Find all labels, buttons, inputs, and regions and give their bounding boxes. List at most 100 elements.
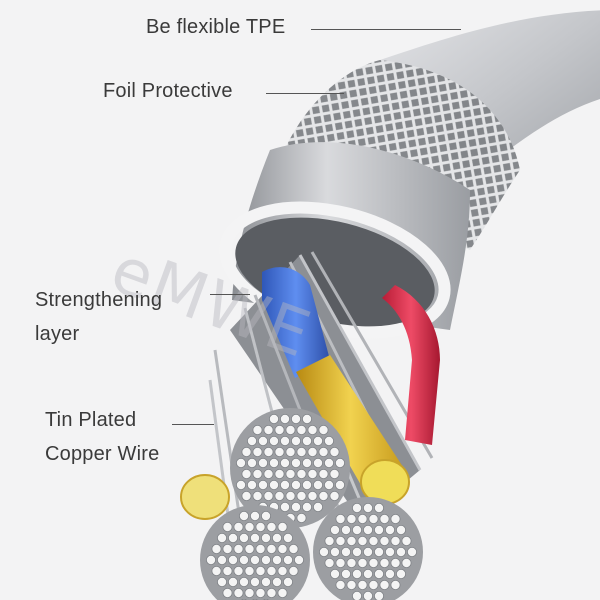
copper-strand — [216, 577, 227, 588]
copper-strand — [263, 424, 274, 435]
copper-strand — [274, 490, 285, 501]
copper-strand — [373, 502, 384, 513]
copper-strand — [323, 435, 334, 446]
copper-strand — [227, 555, 238, 566]
copper-strand — [274, 424, 285, 435]
copper-strand — [395, 547, 406, 558]
copper-strand — [390, 580, 401, 591]
copper-strand — [373, 547, 384, 558]
copper-strand — [384, 569, 395, 580]
copper-strand — [290, 435, 301, 446]
copper-strand — [368, 536, 379, 547]
copper-strand — [279, 435, 290, 446]
copper-strand — [379, 514, 390, 525]
copper-strand — [252, 468, 263, 479]
copper-strand — [266, 566, 277, 577]
copper-strand — [288, 566, 299, 577]
copper-strand — [363, 591, 373, 600]
copper-strand — [249, 533, 260, 544]
copper-strand — [301, 501, 312, 512]
copper-strand — [246, 479, 257, 490]
copper-strand — [390, 536, 401, 547]
label-tin-1: Tin Plated — [45, 409, 137, 431]
copper-strand — [351, 547, 362, 558]
gold-core-end-left — [180, 474, 230, 520]
copper-strand — [406, 547, 417, 558]
copper-strand — [263, 490, 274, 501]
copper-strand — [244, 566, 255, 577]
copper-strand — [246, 457, 257, 468]
copper-strand — [285, 468, 296, 479]
copper-strand — [249, 555, 260, 566]
copper-strand — [282, 533, 293, 544]
copper-strand — [329, 468, 340, 479]
blue-core — [262, 267, 330, 378]
copper-strand — [362, 502, 373, 513]
copper-strand — [279, 413, 290, 424]
copper-strand — [238, 577, 249, 588]
leader-tin — [172, 424, 214, 425]
copper-strand — [334, 457, 345, 468]
copper-strand — [290, 479, 301, 490]
copper-strand — [266, 522, 277, 533]
copper-strand — [401, 558, 412, 569]
copper-strand — [307, 468, 318, 479]
copper-strand — [379, 558, 390, 569]
copper-strand — [255, 588, 266, 599]
copper-strand — [285, 446, 296, 457]
copper-strand — [346, 514, 357, 525]
copper-strand — [260, 510, 271, 521]
copper-strand — [227, 577, 238, 588]
copper-strand — [334, 479, 345, 490]
copper-strand — [288, 544, 299, 555]
copper-strand — [268, 479, 279, 490]
copper-strand — [249, 510, 260, 521]
copper-strand — [296, 468, 307, 479]
copper-strand — [233, 566, 244, 577]
copper-strand — [211, 544, 222, 555]
copper-strand — [277, 566, 288, 577]
copper-strand — [312, 501, 323, 512]
gold-core — [296, 355, 405, 492]
copper-strand — [357, 580, 368, 591]
copper-strand — [238, 533, 249, 544]
copper-strand — [285, 424, 296, 435]
copper-strand — [241, 468, 252, 479]
copper-strand — [282, 555, 293, 566]
copper-strand — [301, 457, 312, 468]
label-tin-2: Copper Wire — [45, 443, 160, 465]
copper-strand — [271, 577, 282, 588]
copper-strand — [260, 555, 271, 566]
copper-strand — [244, 544, 255, 555]
copper-strand — [390, 514, 401, 525]
copper-strand — [335, 580, 346, 591]
copper-strand — [340, 569, 351, 580]
copper-strand — [312, 479, 323, 490]
leader-tpe — [311, 29, 461, 30]
copper-strand — [368, 558, 379, 569]
copper-strand — [323, 457, 334, 468]
copper-bundles — [200, 408, 423, 600]
copper-strand — [307, 446, 318, 457]
copper-strand — [290, 457, 301, 468]
copper-strand — [257, 479, 268, 490]
copper-strand — [277, 544, 288, 555]
copper-strand — [395, 525, 406, 536]
copper-strand — [268, 435, 279, 446]
copper-strand — [216, 555, 227, 566]
copper-strand — [222, 566, 233, 577]
copper-strand — [379, 580, 390, 591]
copper-strand — [390, 558, 401, 569]
copper-strand — [329, 446, 340, 457]
copper-strand — [318, 490, 329, 501]
copper-strand — [340, 525, 351, 536]
copper-strand — [249, 577, 260, 588]
copper-strand — [271, 533, 282, 544]
copper-strand — [318, 424, 329, 435]
copper-strand — [290, 501, 301, 512]
copper-strand — [233, 522, 244, 533]
copper-strand — [227, 533, 238, 544]
copper-strand — [307, 490, 318, 501]
